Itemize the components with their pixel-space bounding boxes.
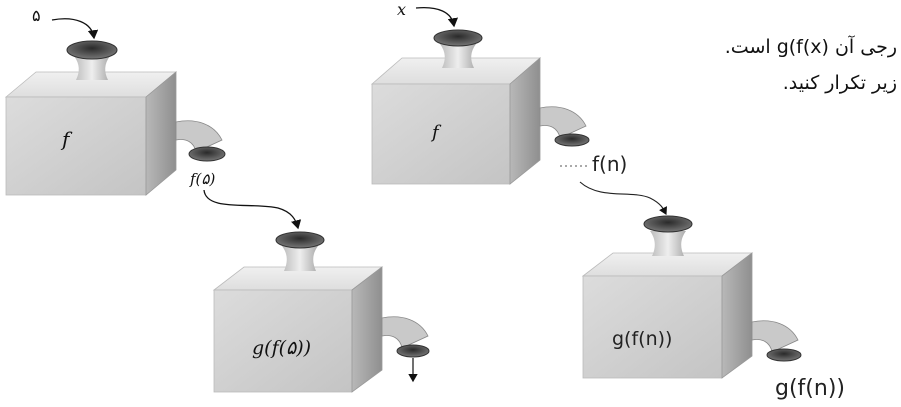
funnel-neck bbox=[440, 44, 476, 68]
spout-hole bbox=[189, 147, 225, 161]
output-spout bbox=[752, 321, 798, 352]
box-label-gfn: g(f(n)) bbox=[612, 328, 672, 350]
box-front bbox=[6, 97, 146, 195]
funnel-mouth bbox=[276, 232, 324, 248]
funnel-neck bbox=[650, 231, 686, 256]
connect-arrow bbox=[580, 182, 666, 214]
spout-hole bbox=[767, 349, 801, 361]
box-front bbox=[372, 84, 510, 184]
input-arrow bbox=[52, 19, 94, 38]
box-label-gf5: g(f(۵)) bbox=[252, 337, 311, 359]
output-spout bbox=[382, 317, 428, 348]
funnel-neck bbox=[282, 246, 318, 271]
text-line-1: رجی آن (g(f(x است. bbox=[725, 36, 897, 58]
spout-hole bbox=[397, 345, 429, 357]
funnel-mouth bbox=[67, 41, 117, 59]
box-label-f-left: f bbox=[62, 127, 69, 151]
funnel-neck bbox=[74, 56, 110, 80]
output-label-f5: f(۵) bbox=[190, 170, 215, 188]
machine-f-right bbox=[372, 8, 590, 184]
output-label-fn: f(n) bbox=[592, 152, 627, 176]
box-front bbox=[583, 276, 722, 378]
funnel-mouth bbox=[434, 30, 482, 46]
input-label-x: x bbox=[397, 0, 406, 19]
box-label-f-right: f bbox=[432, 122, 439, 143]
output-spout bbox=[540, 107, 586, 138]
input-label-5: ۵ bbox=[32, 6, 41, 25]
input-arrow bbox=[416, 8, 454, 26]
output-label-gfn: g(f(n)) bbox=[775, 376, 845, 401]
funnel-mouth bbox=[644, 216, 692, 232]
spout-hole bbox=[555, 134, 589, 146]
connect-arrow bbox=[204, 190, 298, 228]
machine-g-left bbox=[204, 190, 429, 392]
text-line-2: زیر تکرار کنید. bbox=[783, 72, 897, 94]
machine-f-left bbox=[6, 19, 225, 195]
